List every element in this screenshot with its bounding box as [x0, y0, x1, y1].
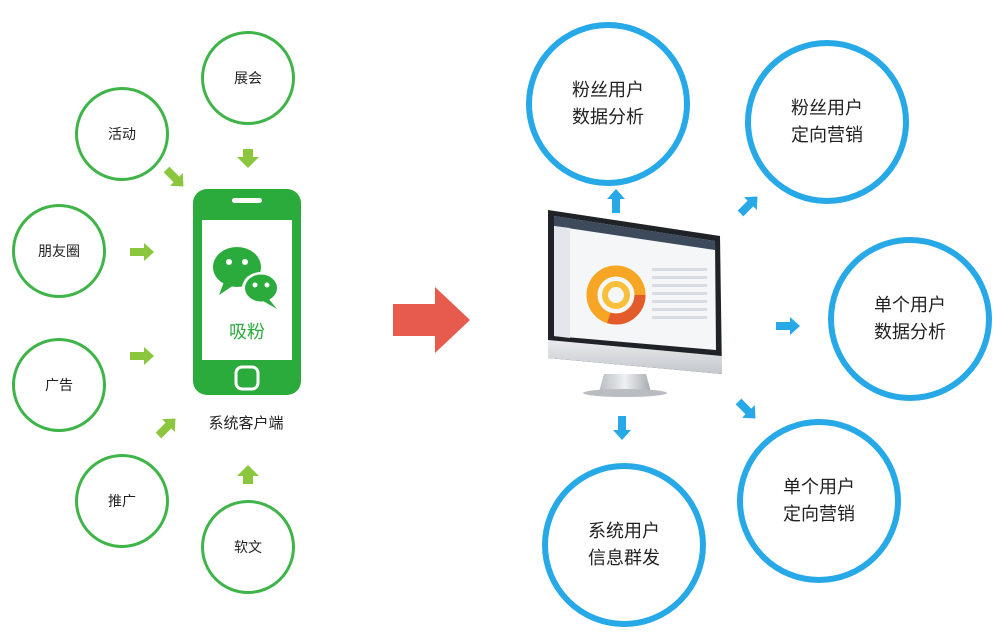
source-arrows	[130, 149, 259, 484]
phone-screen-label: 吸粉	[229, 322, 265, 343]
wechat-icon	[213, 247, 280, 309]
arrow-down-icon	[613, 416, 631, 440]
arrow-right-icon	[776, 317, 800, 335]
monitor-donut-chart-icon	[586, 265, 646, 325]
arrow-up-icon	[237, 465, 259, 484]
feature-single-data-analysis-line2: 数据分析	[874, 322, 946, 343]
feature-system-broadcast: 系统用户信息群发	[542, 463, 706, 627]
source-activity-label: 活动	[108, 127, 136, 143]
arrow-up-right-icon	[737, 196, 758, 217]
feature-single-data-analysis-line1: 单个用户	[874, 295, 946, 316]
feature-fan-data-analysis: 粉丝用户数据分析	[526, 22, 690, 186]
monitor-device	[548, 210, 722, 397]
source-article-label: 软文	[234, 540, 262, 556]
feature-arrows	[607, 189, 800, 440]
feature-fan-targeted-marketing-line2: 定向营销	[791, 125, 863, 146]
arrow-right-icon	[130, 347, 154, 365]
feature-single-targeted-marketing: 单个用户定向营销	[737, 419, 901, 583]
feature-single-targeted-marketing-line1: 单个用户	[783, 477, 855, 498]
feature-fan-targeted-marketing: 粉丝用户定向营销	[745, 40, 909, 204]
feature-system-broadcast-line1: 系统用户	[588, 521, 660, 542]
arrow-down-right-icon	[735, 398, 756, 419]
phone-device: 吸粉	[193, 189, 301, 395]
source-article: 软文	[201, 500, 295, 594]
source-expo: 展会	[201, 31, 295, 125]
source-ad: 广告	[12, 338, 106, 432]
source-moments-label: 朋友圈	[38, 244, 80, 260]
monitor-table-rows	[652, 268, 707, 319]
source-activity: 活动	[75, 87, 169, 181]
arrow-right-icon	[130, 243, 154, 261]
arrow-down-icon	[237, 149, 259, 168]
feature-fan-data-analysis-line2: 数据分析	[572, 107, 644, 128]
source-ad-label: 广告	[45, 378, 73, 394]
source-moments: 朋友圈	[12, 204, 106, 298]
arrow-down-right-icon	[163, 166, 184, 187]
phone-caption: 系统客户端	[208, 414, 283, 432]
feature-single-data-analysis: 单个用户数据分析	[828, 237, 992, 401]
feature-fan-data-analysis-line1: 粉丝用户	[572, 80, 644, 101]
feature-single-targeted-marketing-line2: 定向营销	[783, 504, 855, 525]
source-promotion-label: 推广	[108, 494, 136, 510]
main-flow-arrow-icon	[393, 287, 470, 353]
arrow-up-right-icon	[155, 418, 176, 439]
source-expo-label: 展会	[234, 71, 262, 87]
source-promotion: 推广	[75, 454, 169, 548]
feature-system-broadcast-line2: 信息群发	[588, 548, 660, 569]
arrow-up-icon	[607, 189, 625, 213]
feature-fan-targeted-marketing-line1: 粉丝用户	[791, 98, 863, 119]
